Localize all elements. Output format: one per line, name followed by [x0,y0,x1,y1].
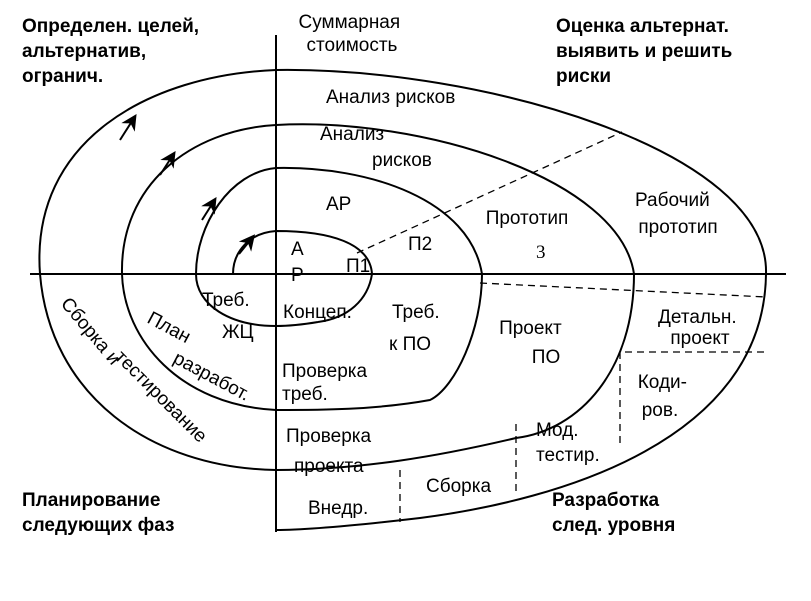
prototype-3-number: 3 [536,242,546,263]
lifecycle-req-label-2: ЖЦ [222,322,254,343]
spiral-loop-3 [120,123,636,471]
prototype-3: Прототип [486,208,569,229]
deploy-label: Внедр. [308,498,368,519]
dashed-box-coding [619,351,764,448]
dashed-line-design [479,282,767,298]
quadrant-top-right: Оценка альтернат. выявить и решить риски [556,16,738,87]
spiral-arrow-4 [119,113,137,141]
prototype-2: П2 [408,234,432,255]
working-prototype: Рабочий прототип [635,190,718,238]
sw-design-label: Проект ПО [499,318,567,368]
req-check-label: Проверка треб. [282,361,372,405]
coding-label: Коди- ров. [638,372,693,421]
detail-design-label: Детальн. проект [658,307,742,349]
risk-analysis-outer: Анализ рисков [326,87,455,108]
risk-analysis-third: АР [326,194,351,215]
spiral-loop-4 [38,68,768,531]
design-check-label: Проверка проекта [286,426,376,477]
spiral-loop-2 [194,166,484,411]
dashed-line-prototypes [356,131,623,254]
risk-analysis-second: Анализ рисков [320,124,432,171]
quadrant-bottom-left: Планирование следующих фаз [22,490,174,536]
dev-plan-label-1: План [144,308,194,348]
concept-label: Концеп. [283,302,352,323]
quadrant-bottom-right: Разработка след. уровня [552,490,675,536]
spiral-arrow-2 [201,196,217,221]
spiral-arrow-1 [238,234,256,255]
risk-analysis-inner: А Р [291,239,309,286]
y-axis-label: Суммарная стоимость [299,12,406,56]
spiral-arrow-3 [159,150,176,176]
quadrant-top-left: Определен. целей, альтернатив, огранич. [22,16,204,87]
assembly-label: Сборка [426,476,491,497]
unit-test-label: Мод. тестир. [536,420,600,466]
prototype-1: П1 [346,256,370,277]
lifecycle-req-label-1: Треб. [202,290,250,311]
dev-plan-label-2: разработ. [170,348,254,406]
sw-requirements-label: Треб. к ПО [389,302,445,355]
